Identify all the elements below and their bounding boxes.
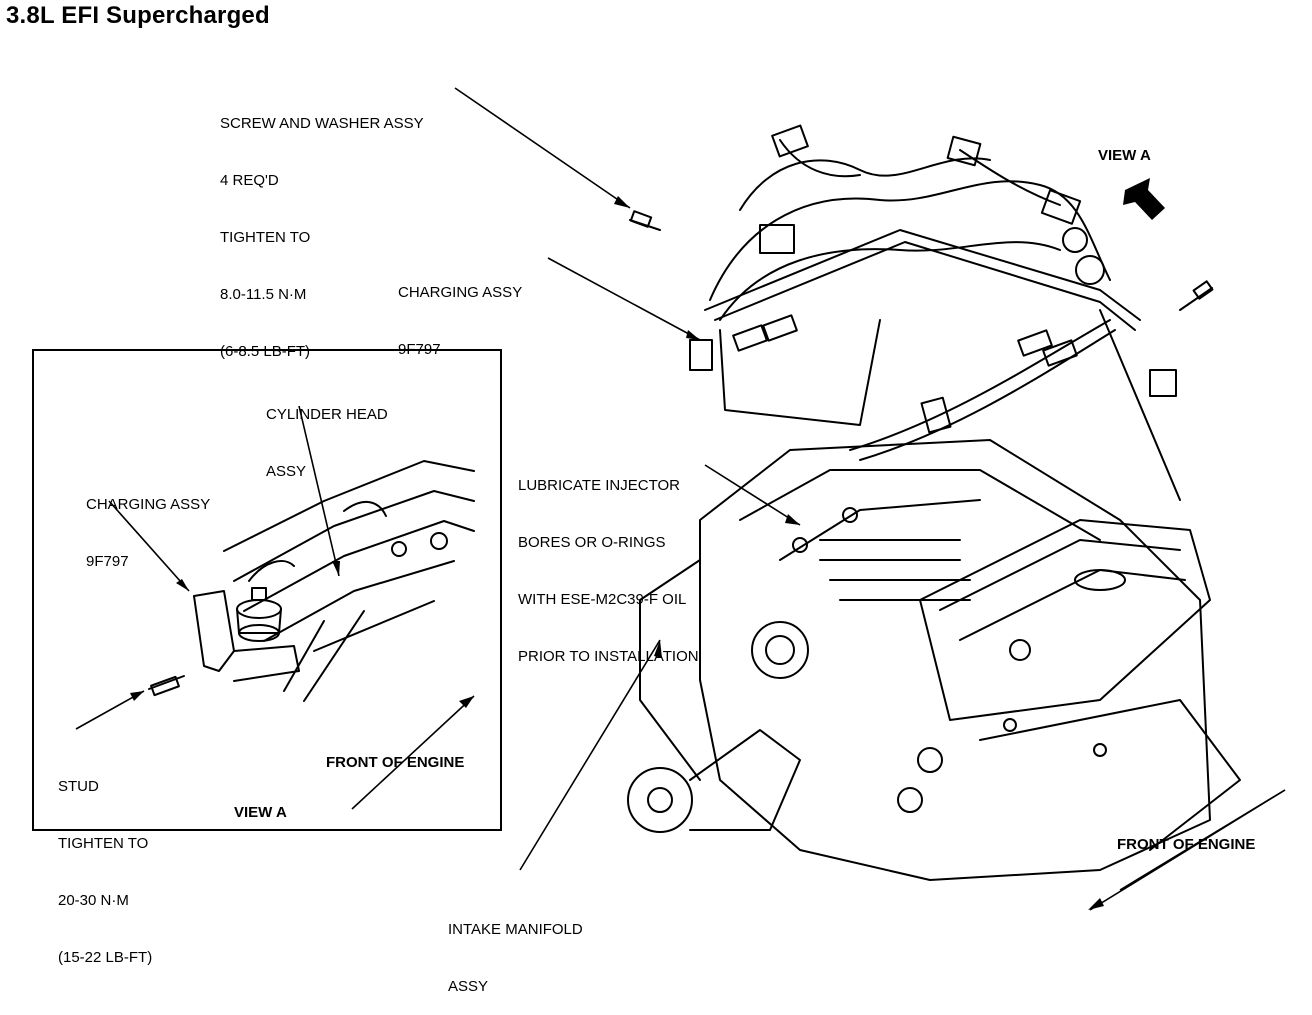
screw-washer-line-1: SCREW AND WASHER ASSY <box>220 115 424 132</box>
stud-line-1: STUD <box>58 778 99 795</box>
lubricate-line-1: LUBRICATE INJECTOR <box>518 477 680 494</box>
screw-washer-line-5: (6-8.5 LB-FT) <box>220 343 311 360</box>
wiring-harness <box>709 180 1111 301</box>
charging-bracket <box>193 590 235 672</box>
inset-charging-label: CHARGING ASSY 9F797 <box>86 457 210 609</box>
charging-assy-line-1: CHARGING ASSY <box>398 284 523 301</box>
cylinder-head <box>223 460 475 552</box>
lubricate-label: LUBRICATE INJECTOR BORES OR O-RINGS WITH… <box>518 438 699 685</box>
intake-manifold-line-1: INTAKE MANIFOLD <box>448 921 583 938</box>
stud-line-2: TIGHTEN TO <box>58 835 149 852</box>
screw-washer-label: SCREW AND WASHER ASSY 4 REQ'D TIGHTEN TO… <box>220 76 424 380</box>
cylinder-head-label: CYLINDER HEAD ASSY <box>266 367 388 519</box>
lubricate-line-4: PRIOR TO INSTALLATION <box>518 648 699 665</box>
fuel-rail <box>704 229 1141 321</box>
cylinder-head-line-2: ASSY <box>266 463 307 480</box>
water-pump-pulley <box>627 621 809 833</box>
fuel-injectors <box>732 314 1078 434</box>
screw-washer-line-3: TIGHTEN TO <box>220 229 311 246</box>
pressure-regulator <box>236 587 282 642</box>
engine-illustration <box>454 87 1286 911</box>
stud-line-3: 20-30 N·m <box>58 892 129 909</box>
cylinder-head-line-1: CYLINDER HEAD <box>266 406 388 423</box>
inset-front-of-engine-label: FRONT OF ENGINE <box>326 754 465 771</box>
inset-charging-line-1: CHARGING ASSY <box>86 496 211 513</box>
inset-charging-line-2: 9F797 <box>86 553 129 570</box>
screw-washer-line-4: 8.0-11.5 N·m <box>220 286 307 303</box>
lubricate-line-2: BORES OR O-RINGS <box>518 534 666 551</box>
view-a-arrow <box>1123 178 1165 220</box>
stud-line-4: (15-22 LB-FT) <box>58 949 153 966</box>
view-a-inset: CYLINDER HEAD ASSY CHARGING ASSY 9F797 S… <box>32 349 502 966</box>
intake-manifold-line-2: ASSY <box>448 978 489 995</box>
valve-cover <box>919 519 1211 721</box>
screw-washer-line-2: 4 REQ'D <box>220 172 279 189</box>
front-of-engine-label: FRONT OF ENGINE <box>1117 836 1256 853</box>
lubricate-line-3: WITH ESE-M2C39-F OIL <box>518 591 687 608</box>
page-title: 3.8L EFI Supercharged <box>6 2 270 29</box>
inset-illustration <box>75 405 475 810</box>
inset-view-a-label: VIEW A <box>234 804 287 821</box>
intake-manifold-label: INTAKE MANIFOLD ASSY <box>448 882 583 1015</box>
stud-label: STUD TIGHTEN TO 20-30 N·m (15-22 LB-FT) <box>58 739 152 1005</box>
view-a-label: VIEW A <box>1098 147 1151 164</box>
